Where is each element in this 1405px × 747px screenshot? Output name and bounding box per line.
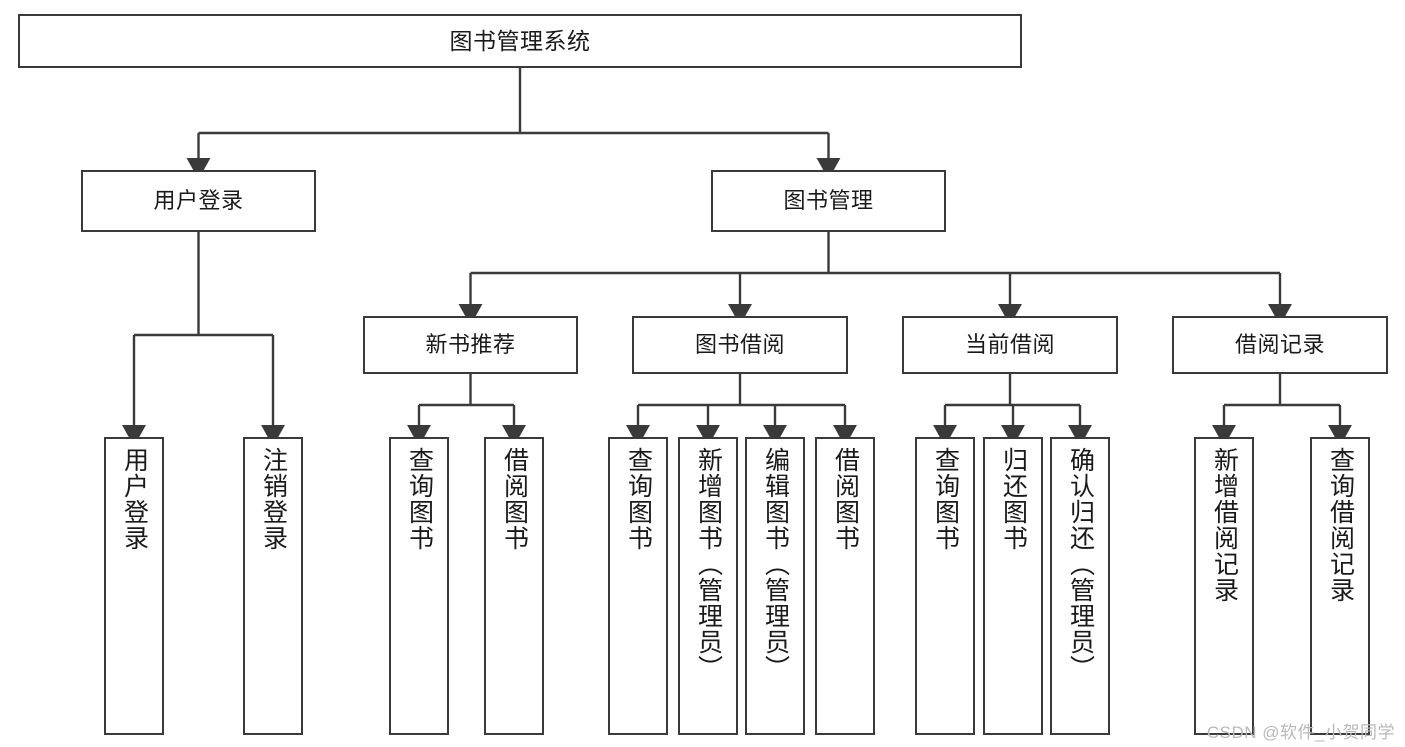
node-leaf_1[interactable]: 注销登录 (243, 437, 303, 735)
node-leaf_3[interactable]: 借阅图书 (484, 437, 544, 735)
watermark-label: CSDN @软件_小贺同学 (1206, 723, 1395, 742)
node-l3_1[interactable]: 图书借阅 (632, 316, 848, 374)
node-leaf_12[interactable]: 查询借阅记录 (1310, 437, 1370, 735)
node-label-leaf_6: 编辑图书（管理员） (761, 447, 790, 681)
node-label-leaf_9: 归还图书 (999, 447, 1028, 551)
node-label-l3_1: 图书借阅 (694, 331, 785, 357)
node-label-l2_0: 用户登录 (153, 187, 244, 213)
node-label-l3_0: 新书推荐 (425, 331, 516, 357)
node-leaf_9[interactable]: 归还图书 (983, 437, 1043, 735)
node-label-l3_3: 借阅记录 (1234, 331, 1325, 357)
node-label-root: 图书管理系统 (449, 27, 591, 54)
node-label-l2_1: 图书管理 (783, 187, 874, 213)
node-leaf_11[interactable]: 新增借阅记录 (1194, 437, 1254, 735)
node-label-leaf_12: 查询借阅记录 (1326, 447, 1355, 603)
node-label-leaf_10: 确认归还（管理员） (1066, 447, 1095, 681)
node-label-leaf_4: 查询图书 (624, 447, 653, 551)
node-label-leaf_3: 借阅图书 (500, 447, 529, 551)
node-l2_1[interactable]: 图书管理 (711, 170, 946, 232)
node-label-leaf_2: 查询图书 (405, 447, 434, 551)
node-leaf_2[interactable]: 查询图书 (389, 437, 449, 735)
node-leaf_10[interactable]: 确认归还（管理员） (1050, 437, 1110, 735)
node-l2_0[interactable]: 用户登录 (81, 170, 316, 232)
node-label-leaf_5: 新增图书（管理员） (694, 447, 723, 681)
node-leaf_4[interactable]: 查询图书 (608, 437, 668, 735)
node-label-leaf_11: 新增借阅记录 (1210, 447, 1239, 603)
node-l3_0[interactable]: 新书推荐 (363, 316, 578, 374)
node-leaf_0[interactable]: 用户登录 (104, 437, 164, 735)
node-root[interactable]: 图书管理系统 (18, 14, 1022, 68)
node-l3_3[interactable]: 借阅记录 (1172, 316, 1388, 374)
node-l3_2[interactable]: 当前借阅 (902, 316, 1118, 374)
tree-connectors (122, 68, 1352, 447)
node-label-leaf_7: 借阅图书 (831, 447, 860, 551)
node-leaf_7[interactable]: 借阅图书 (815, 437, 875, 735)
node-leaf_6[interactable]: 编辑图书（管理员） (745, 437, 805, 735)
node-leaf_8[interactable]: 查询图书 (915, 437, 975, 735)
node-label-leaf_0: 用户登录 (120, 447, 149, 551)
node-label-leaf_1: 注销登录 (259, 447, 288, 551)
node-leaf_5[interactable]: 新增图书（管理员） (678, 437, 738, 735)
node-label-leaf_8: 查询图书 (931, 447, 960, 551)
node-label-l3_2: 当前借阅 (964, 331, 1055, 357)
